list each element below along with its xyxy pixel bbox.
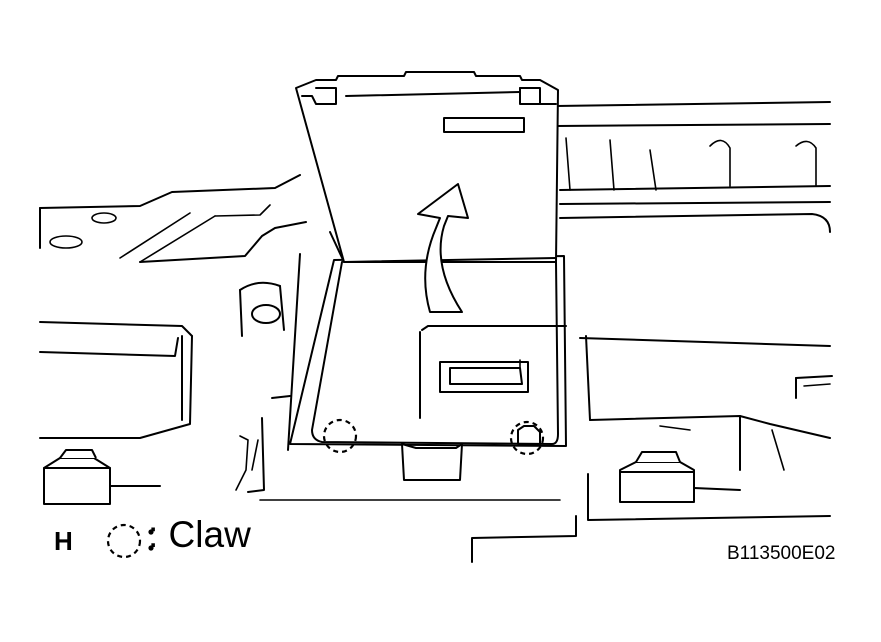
figure-id: B113500E02: [727, 543, 836, 564]
curved-arrow-icon: [417, 183, 469, 313]
dashed-circle-icon: [106, 523, 142, 559]
claw-legend-label: : Claw: [148, 514, 251, 555]
dashboard-right-section: [259, 101, 833, 563]
dashboard-left-section: [39, 174, 307, 505]
claw-marker-right: [509, 420, 545, 456]
storage-lid: [295, 71, 559, 481]
view-letter: H: [54, 526, 73, 556]
claw-marker-left: [322, 418, 358, 454]
